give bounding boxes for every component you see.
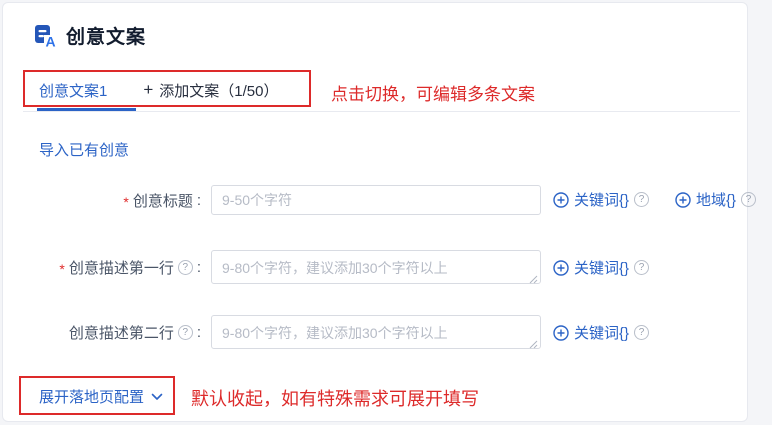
copywriting-icon: A <box>34 24 58 48</box>
description-line1-help-icon[interactable]: ? <box>177 259 193 275</box>
expand-annotation: 默认收起，如有特殊需求可展开填写 <box>191 389 479 409</box>
keyword-action-label: 关键词{} <box>574 192 630 209</box>
label-colon: : <box>196 258 201 276</box>
tab-creative-copy-1[interactable]: 创意文案1 <box>39 82 108 100</box>
description-line2-textarea[interactable] <box>211 315 541 349</box>
keyword-help-icon[interactable]: ? <box>634 260 650 275</box>
panel-title: 创意文案 <box>66 27 147 48</box>
plus-circle-icon <box>553 191 569 208</box>
chevron-down-icon <box>151 393 163 400</box>
add-region-button[interactable]: 地域{} ? <box>675 189 757 210</box>
region-help-icon[interactable]: ? <box>741 192 757 207</box>
panel-header: A 创意文案 <box>34 22 146 49</box>
keyword-help-icon[interactable]: ? <box>634 325 650 340</box>
label-text: 创意描述第二行 <box>68 324 174 342</box>
add-copy-tab[interactable]: + 添加文案（1/50） <box>143 80 278 101</box>
label-text: 创意标题 <box>132 192 193 210</box>
plus-circle-icon <box>553 259 569 276</box>
creative-title-actions: 关键词{} ? 地域{} ? <box>553 189 757 210</box>
description-line2-field-wrap <box>211 315 541 354</box>
resize-handle-icon[interactable] <box>529 340 538 349</box>
resize-handle-icon[interactable] <box>529 275 538 284</box>
expand-landing-page-config[interactable]: 展开落地页配置 <box>39 386 163 407</box>
label-colon: : <box>196 191 201 209</box>
add-copy-label: 添加文案（1/50） <box>159 82 279 100</box>
creative-title-field-wrap <box>211 185 541 215</box>
plus-circle-icon <box>553 324 569 341</box>
letter-a-glyph: A <box>46 33 56 48</box>
description-line1-field-wrap <box>211 250 541 289</box>
add-keyword-button[interactable]: 关键词{} ? <box>553 189 650 210</box>
keyword-action-label: 关键词{} <box>574 260 630 277</box>
label-text: 创意描述第一行 <box>68 259 174 277</box>
keyword-action-label: 关键词{} <box>574 325 630 342</box>
add-keyword-button[interactable]: 关键词{} ? <box>553 257 650 278</box>
required-asterisk: * <box>123 193 129 210</box>
plus-icon: + <box>143 80 154 99</box>
creative-copy-panel: A 创意文案 创意文案1 + 添加文案（1/50） 点击切换，可编辑多条文案 导… <box>2 2 757 422</box>
region-action-label: 地域{} <box>696 192 737 209</box>
creative-title-label: * 创意标题 : <box>3 185 201 215</box>
import-existing-creative-link[interactable]: 导入已有创意 <box>39 142 130 159</box>
description-line2-actions: 关键词{} ? <box>553 322 650 343</box>
required-asterisk: * <box>59 260 65 277</box>
description-line2-label: 创意描述第二行 ? : <box>3 315 201 349</box>
description-line1-textarea[interactable] <box>211 250 541 284</box>
label-colon: : <box>196 323 201 341</box>
description-line1-label: * 创意描述第一行 ? : <box>3 250 201 284</box>
tabs-annotation: 点击切换，可编辑多条文案 <box>331 85 535 104</box>
active-tab-underline <box>37 108 136 111</box>
add-keyword-button[interactable]: 关键词{} ? <box>553 322 650 343</box>
description-line1-actions: 关键词{} ? <box>553 257 650 278</box>
creative-title-input[interactable] <box>211 185 541 215</box>
expand-label: 展开落地页配置 <box>39 389 145 406</box>
copy-tabbar: 创意文案1 + 添加文案（1/50） <box>39 75 278 105</box>
keyword-help-icon[interactable]: ? <box>634 192 650 207</box>
plus-circle-icon <box>675 191 691 208</box>
tabbar-divider <box>23 111 740 112</box>
description-line2-help-icon[interactable]: ? <box>177 324 193 340</box>
